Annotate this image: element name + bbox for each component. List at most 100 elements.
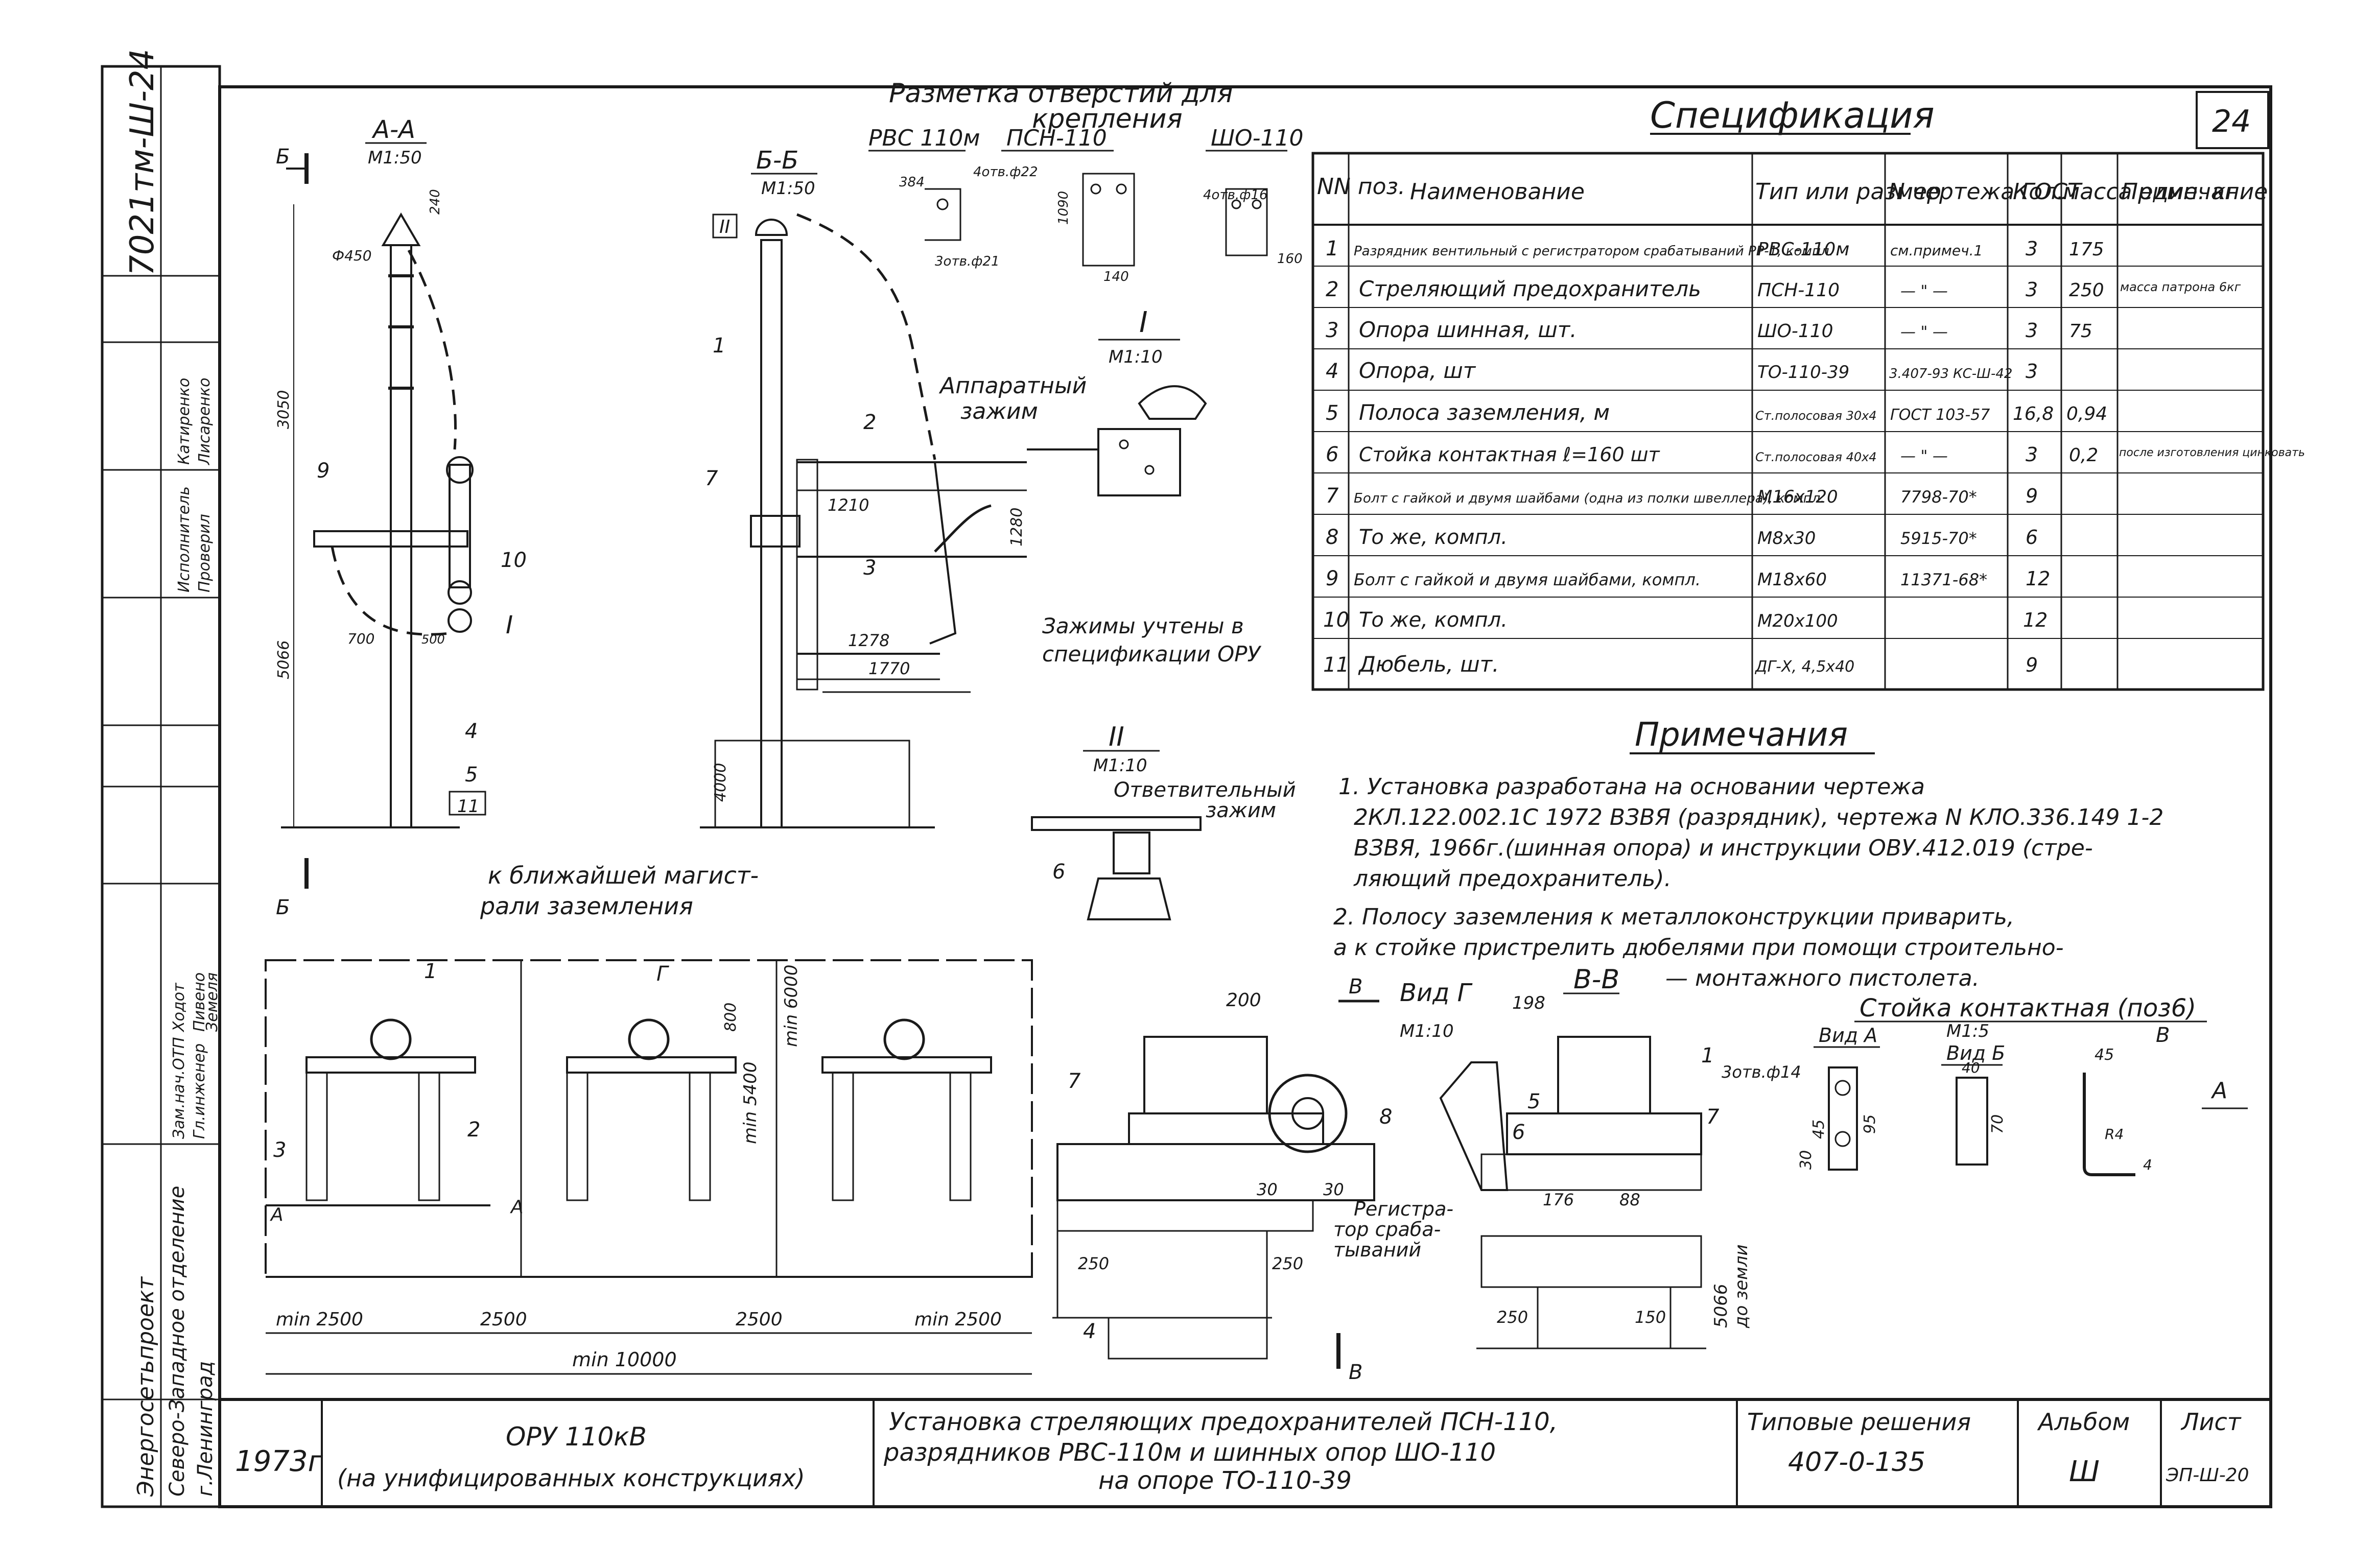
sheet-label: Лист	[2180, 1408, 2242, 1436]
svg-text:2500: 2500	[480, 1309, 527, 1330]
title-year: 1973г	[235, 1445, 323, 1478]
svg-text:7: 7	[1706, 1105, 1720, 1129]
svg-text:7798-70*: 7798-70*	[1900, 487, 1977, 507]
svg-text:88: 88	[1619, 1190, 1640, 1209]
note-line-2: 2КЛ.122.002.1С 1972 ВЗВЯ (разрядник), че…	[1354, 804, 2163, 830]
svg-text:Полоса заземления, м: Полоса заземления, м	[1359, 400, 1610, 425]
svg-text:240: 240	[428, 189, 443, 215]
svg-text:175: 175	[2069, 239, 2104, 260]
svg-text:9: 9	[1326, 567, 1338, 590]
svg-text:2: 2	[1326, 278, 1338, 301]
contact-post-detail: Стойка контактная (поз6) Вид А М1:5 Вид …	[1797, 994, 2248, 1176]
svg-text:70: 70	[1989, 1114, 2007, 1134]
spec-header-qty: Кол.	[2013, 179, 2064, 205]
svg-text:А: А	[510, 1197, 524, 1218]
notes: 1. Установка разработана на основании че…	[1333, 774, 2163, 991]
svg-text:В: В	[1349, 1361, 1362, 1384]
svg-text:II: II	[719, 217, 730, 237]
svg-text:Стойка контактная ℓ=160 шт: Стойка контактная ℓ=160 шт	[1359, 443, 1660, 466]
svg-text:В: В	[1349, 975, 1362, 999]
svg-text:3: 3	[2026, 319, 2038, 342]
svg-text:3.407-93 КС-Ш-42: 3.407-93 КС-Ш-42	[1889, 366, 2012, 382]
svg-text:5: 5	[465, 763, 478, 787]
svg-text:2: 2	[863, 411, 876, 434]
table-row: 1 Разрядник вентильный с регистратором с…	[1326, 237, 2104, 260]
svg-text:М8х30: М8х30	[1757, 528, 1816, 549]
svg-text:10: 10	[1323, 608, 1349, 632]
svg-text:1770: 1770	[868, 659, 910, 678]
svg-text:5: 5	[1527, 1090, 1540, 1113]
sheet-number-box	[2196, 91, 2269, 149]
svg-text:min 2500: min 2500	[914, 1309, 1002, 1330]
svg-text:Ст.полосовая 30х4: Ст.полосовая 30х4	[1755, 409, 1877, 423]
note-line-3: ВЗВЯ, 1966г.(шинная опора) и инструкции …	[1354, 835, 2093, 861]
svg-text:6: 6	[1512, 1121, 1525, 1144]
svg-text:ТО-110-39: ТО-110-39	[1757, 362, 1849, 383]
svg-text:8: 8	[1379, 1105, 1392, 1129]
sig-role-1: Зам.нач.ОТП	[170, 1037, 188, 1139]
svg-text:Б: Б	[276, 896, 290, 919]
table-row: 9 Болт с гайкой и двумя шайбами, компл. …	[1326, 567, 2050, 590]
sig-name-2: Пивено	[191, 972, 208, 1032]
title-project-1: ОРУ 110кВ	[506, 1422, 647, 1452]
svg-text:Болт с гайкой и двумя шайбами,: Болт с гайкой и двумя шайбами, компл.	[1354, 570, 1701, 589]
registrator-2: тор сраба-	[1333, 1218, 1441, 1241]
svg-text:3: 3	[1326, 319, 1338, 342]
svg-text:min 5400: min 5400	[740, 1062, 761, 1144]
svg-text:800: 800	[722, 1003, 740, 1032]
plan-unit-2	[566, 1018, 737, 1201]
svg-text:1278: 1278	[848, 631, 889, 650]
hole-markup-rvs: 384 4отв.ф22 3отв.ф21	[899, 164, 1038, 269]
svg-text:250: 250	[1272, 1254, 1303, 1273]
svg-text:М1:50: М1:50	[368, 148, 422, 168]
svg-text:6: 6	[2026, 526, 2038, 549]
svg-text:1: 1	[1326, 237, 1338, 260]
hole-markup-sho: 4отв.ф16 160	[1203, 187, 1303, 267]
svg-text:7: 7	[1068, 1070, 1081, 1093]
svg-text:R4: R4	[2105, 1126, 2124, 1143]
org-city: г.Ленинград	[194, 1361, 217, 1496]
svg-text:А: А	[270, 1204, 284, 1225]
svg-text:А-А: А-А	[371, 115, 415, 144]
markup-title-1: Разметка отверстий для	[889, 78, 1233, 109]
detail-ii: II М1:10 Ответвительный зажим 6	[1031, 722, 1296, 920]
side-code: 7021тм-Ш-24	[124, 49, 161, 276]
svg-text:зажим: зажим	[960, 398, 1038, 424]
svg-text:Г: Г	[656, 962, 669, 986]
svg-text:8: 8	[1326, 526, 1338, 549]
svg-text:5066: 5066	[275, 640, 293, 679]
svg-text:— " —: — " —	[1900, 282, 1948, 300]
svg-text:М1:50: М1:50	[761, 178, 815, 199]
svg-text:11: 11	[457, 796, 479, 817]
spec-title: Спецификация	[1650, 94, 1935, 136]
svg-text:после изготовления цинковать: после изготовления цинковать	[2119, 446, 2305, 459]
svg-text:45: 45	[1810, 1120, 1828, 1139]
svg-text:2500: 2500	[736, 1309, 783, 1330]
svg-text:Б: Б	[276, 145, 290, 169]
spec-header-gost: N чертежа ГОСТ	[1888, 179, 2083, 205]
svg-text:0,2: 0,2	[2069, 445, 2098, 466]
svg-text:II: II	[1109, 722, 1124, 752]
svg-text:12: 12	[2023, 609, 2048, 631]
spec-table	[1311, 152, 2265, 691]
svg-text:То же, компл.: То же, компл.	[1359, 526, 1508, 549]
detail-i: I М1:10 Аппаратный зажим	[938, 306, 1207, 496]
sig-role-4: Исполнитель	[175, 486, 193, 592]
svg-text:РВС-110м: РВС-110м	[1757, 239, 1849, 260]
svg-text:Дюбель, шт.: Дюбель, шт.	[1358, 652, 1499, 677]
registrator-1: Регистра-	[1354, 1198, 1453, 1220]
svg-text:3: 3	[2026, 278, 2038, 301]
svg-text:384: 384	[899, 175, 925, 190]
title-drawing-1: Установка стреляющих предохранителей ПСН…	[889, 1408, 1558, 1436]
svg-text:ГОСТ 103-57: ГОСТ 103-57	[1890, 406, 1990, 424]
svg-text:5066: 5066	[1711, 1284, 1731, 1328]
org-department: Северо-Западное отделение	[166, 1186, 189, 1496]
svg-text:4: 4	[1083, 1320, 1096, 1343]
svg-text:3: 3	[2026, 237, 2038, 260]
table-row: 6 Стойка контактная ℓ=160 шт Ст.полосова…	[1326, 443, 2305, 466]
svg-text:Ст.полосовая 40х4: Ст.полосовая 40х4	[1755, 450, 1877, 464]
section-vv: В-В 198 1 5 6 7 3отв.ф14 176 88 250 150 …	[1439, 964, 1801, 1349]
svg-text:150: 150	[1635, 1308, 1666, 1327]
title-project-2: (на унифицированных конструкциях)	[337, 1464, 805, 1492]
